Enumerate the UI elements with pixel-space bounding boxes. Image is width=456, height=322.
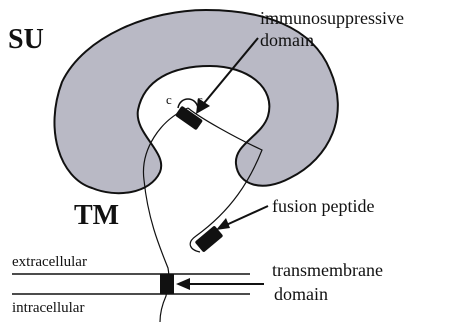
extracellular-label: extracellular — [12, 254, 87, 270]
transmembrane-label-line2: domain — [274, 284, 328, 304]
immunosuppressive-label-line2: domain — [260, 30, 314, 50]
tm-label: TM — [74, 200, 119, 231]
fusion-peptide-label: fusion peptide — [272, 196, 374, 216]
transmembrane-arrow — [176, 278, 264, 290]
disulfide-loop — [178, 99, 198, 108]
transmembrane-domain-block — [160, 274, 174, 294]
su-label: SU — [8, 24, 44, 55]
intracellular-label: intracellular — [12, 300, 84, 316]
fusion-peptide-arrow — [216, 206, 268, 230]
transmembrane-label-line1: transmembrane — [272, 260, 383, 280]
immunosuppressive-label-line1: immunosuppressive — [260, 8, 404, 28]
cys-left-label: c — [166, 92, 172, 107]
